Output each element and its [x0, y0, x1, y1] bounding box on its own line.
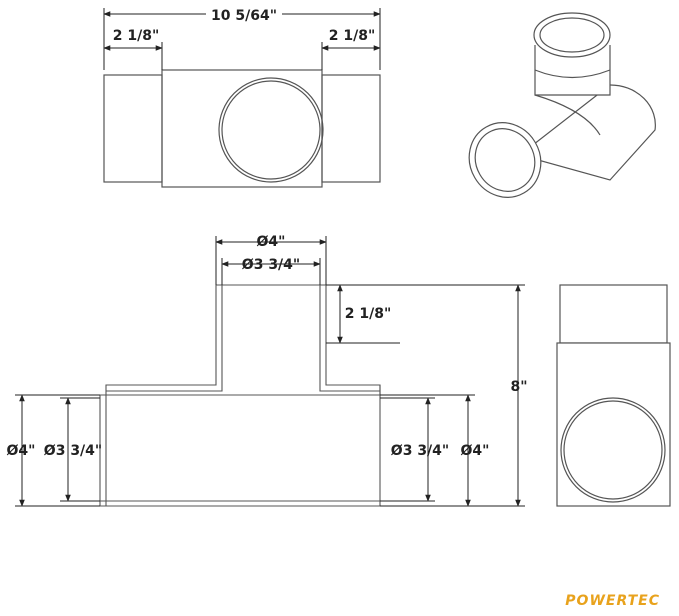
side-view-branch	[559, 284, 668, 344]
isometric-view	[468, 12, 656, 198]
right-end-length-label: 2 1/8"	[329, 28, 376, 44]
section-view-dimensions	[15, 236, 525, 507]
brand-logo: POWERTEC	[565, 593, 660, 609]
section-branch-right-outer	[325, 285, 381, 395]
iso-main-body	[518, 84, 656, 181]
right-outer-diameter-label: Ø4"	[461, 443, 490, 459]
top-view-dimensions	[103, 8, 381, 70]
section-branch-left-inner	[106, 285, 223, 392]
top-view-branch-inner	[221, 80, 321, 180]
iso-end-inner	[474, 128, 536, 192]
overall-height-label: 8"	[510, 379, 527, 395]
right-inner-diameter-label: Ø3 3/4"	[391, 443, 449, 459]
side-view-run-inner	[563, 400, 663, 500]
left-inner-diameter-label: Ø3 3/4"	[44, 443, 102, 459]
top-view-left-end	[103, 74, 163, 183]
side-view	[556, 284, 671, 507]
iso-branch-collar	[534, 69, 611, 79]
top-view-branch-circle	[218, 77, 324, 183]
section-branch-left-outer	[105, 285, 217, 395]
branch-length-label: 2 1/8"	[345, 306, 392, 322]
top-outer-diameter-label: Ø4"	[257, 234, 286, 250]
top-view	[103, 69, 381, 188]
left-end-length-label: 2 1/8"	[113, 28, 160, 44]
section-branch-right-inner	[319, 285, 380, 392]
overall-length-label: 10 5/64"	[211, 8, 277, 24]
iso-junction-curve	[534, 94, 601, 136]
top-inner-diameter-label: Ø3 3/4"	[242, 257, 300, 273]
section-view	[99, 284, 381, 507]
top-view-right-end	[321, 74, 381, 183]
left-outer-diameter-label: Ø4"	[7, 443, 36, 459]
iso-branch-top-inner	[539, 17, 605, 53]
